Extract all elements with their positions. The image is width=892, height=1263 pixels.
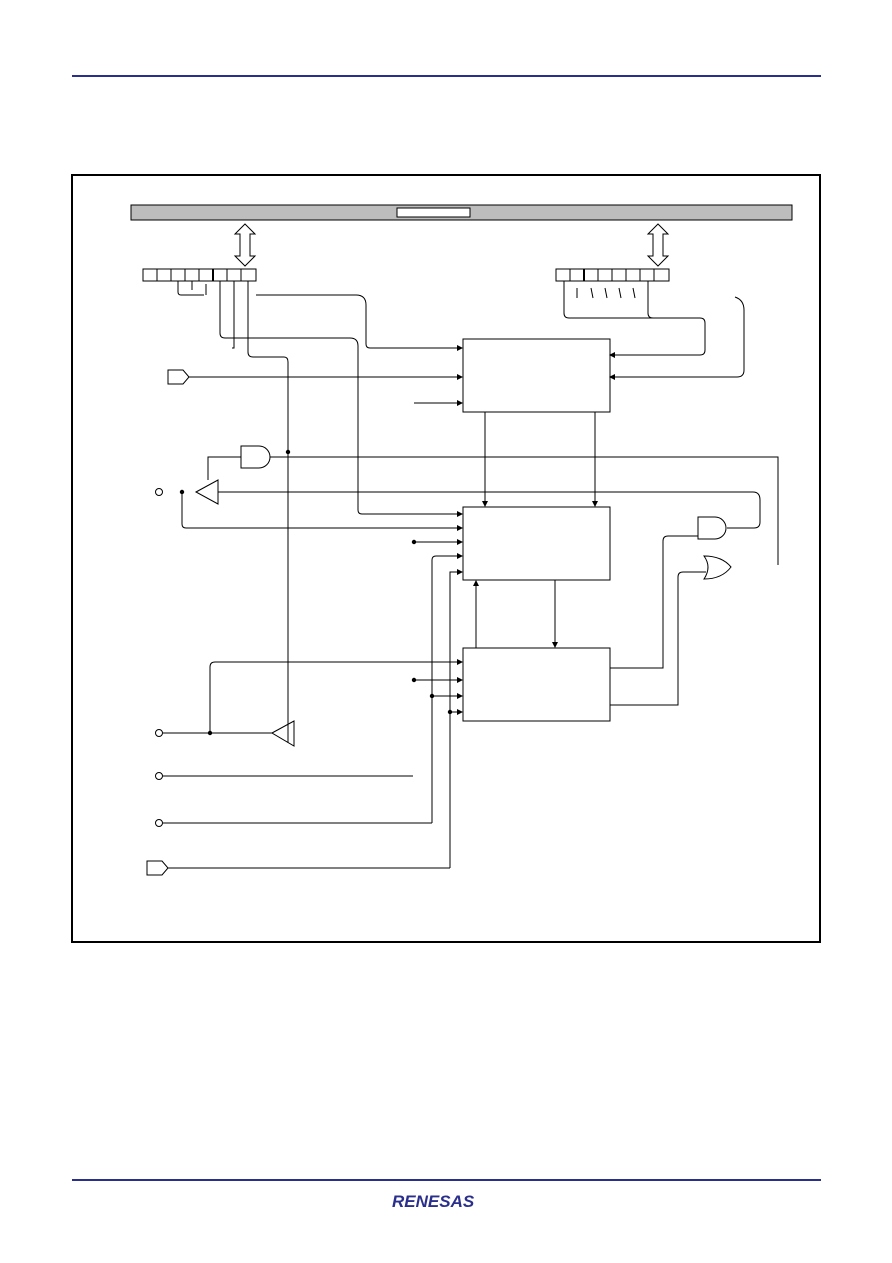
and-gate-right <box>697 516 727 540</box>
and-gate-upper <box>240 445 271 469</box>
bus-arrow-right <box>646 223 670 267</box>
footer-rule <box>72 1179 821 1181</box>
header-rule <box>72 75 821 77</box>
pin-terminal-4 <box>155 819 163 827</box>
block-top <box>462 338 611 413</box>
input-pin-flag-2 <box>146 860 169 876</box>
pin-terminal-1 <box>155 488 163 496</box>
buffer-left <box>194 479 219 505</box>
renesas-logo: RENESAS <box>392 1192 475 1211</box>
or-gate-right <box>703 555 732 580</box>
junction-dots <box>179 449 453 736</box>
buffer-bottom <box>270 720 295 747</box>
pin-terminal-2 <box>155 729 163 737</box>
block-bottom <box>462 647 611 722</box>
bus-arrow-left <box>233 223 257 267</box>
figure-frame <box>71 174 821 943</box>
register-right <box>555 268 670 282</box>
register-left <box>142 268 257 282</box>
pin-terminal-3 <box>155 772 163 780</box>
input-pin-flag-1 <box>167 369 190 385</box>
internal-bus-label-box <box>396 207 471 218</box>
block-middle <box>462 506 611 581</box>
